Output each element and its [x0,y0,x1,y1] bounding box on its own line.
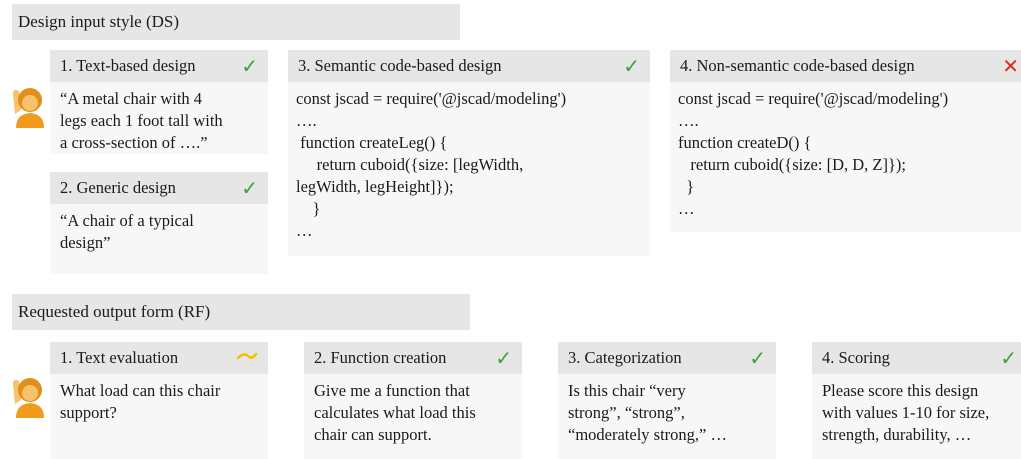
rf-card-categorization: 3. Categorization ✓ Is this chair “very s… [558,342,776,459]
check-icon: ✓ [1000,346,1017,370]
card-title: 3. Categorization [568,348,682,367]
check-icon: ✓ [241,176,258,200]
cross-icon: ✕ [1002,54,1019,78]
card-title: 3. Semantic code-based design [298,56,502,75]
card-title: 1. Text-based design [60,56,196,75]
ds-card-generic: 2. Generic design ✓ “A chair of a typical… [50,172,268,274]
ds-card-text-based: 1. Text-based design ✓ “A metal chair wit… [50,50,268,154]
check-icon: ✓ [749,346,766,370]
card-title: 2. Generic design [60,178,176,197]
card-body: “A chair of a typical design” [60,211,194,252]
card-title: 4. Non-semantic code-based design [680,56,915,75]
ds-card-non-semantic-code: 4. Non-semantic code-based design ✕ const… [670,50,1021,232]
card-body: const jscad = require('@jscad/modeling')… [296,89,567,240]
card-body: “A metal chair with 4 legs each 1 foot t… [60,89,223,152]
ds-card-semantic-code: 3. Semantic code-based design ✓ const jsc… [288,50,650,256]
rf-section-title: Requested output form (RF) [12,294,470,330]
check-icon: ✓ [241,54,258,78]
rf-card-scoring: 4. Scoring ✓ Please score this design wit… [812,342,1021,459]
rf-card-function-creation: 2. Function creation ✓ Give me a function… [304,342,522,459]
rf-card-text-evaluation: 1. Text evaluation What load can this ch… [50,342,268,459]
partial-icon [236,342,258,362]
card-title: 2. Function creation [314,348,447,367]
check-icon: ✓ [495,346,512,370]
person-raising-hand-icon [10,374,46,423]
person-raising-hand-icon [10,84,46,133]
card-title: 4. Scoring [822,348,890,367]
card-body: Please score this design with values 1-1… [822,381,990,444]
card-body: Give me a function that calculates what … [314,381,476,444]
card-title: 1. Text evaluation [60,348,179,367]
card-body: Is this chair “very strong”, “strong”, “… [568,381,727,444]
card-body: const jscad = require('@jscad/modeling')… [678,89,949,218]
card-body: What load can this chair support? [60,381,221,422]
ds-section-title: Design input style (DS) [12,4,460,40]
check-icon: ✓ [623,54,640,78]
